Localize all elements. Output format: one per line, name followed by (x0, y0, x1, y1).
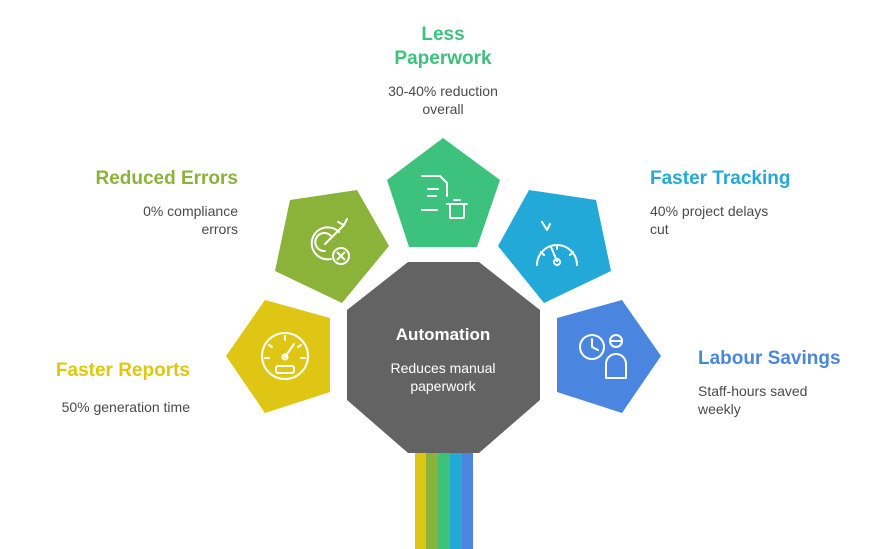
labour-savings-title: Labour Savings (698, 348, 841, 369)
speedometer-icon (261, 332, 309, 380)
less-paperwork-title: Less Paperwork (394, 24, 492, 69)
automation-title: Automation (395, 325, 491, 344)
stem-stripe-reduced-errors (426, 452, 438, 549)
clock-person-icon (579, 334, 627, 379)
document-trash-icon (421, 175, 468, 219)
target-cancel-icon (310, 218, 350, 265)
stem-stripe-labour-savings (462, 452, 473, 549)
automation-description: Reduces manual paperwork (390, 360, 496, 394)
faster-tracking-description: 40% project delays cut (650, 203, 769, 237)
faster-reports-title: Faster Reports (55, 360, 190, 381)
reduced-errors-description: 0% compliance errors (143, 203, 238, 237)
faster-tracking-title: Faster Tracking (650, 168, 791, 189)
stem-stripe-faster-tracking (450, 452, 462, 549)
stem-stripe-faster-reports (415, 452, 426, 549)
less-paperwork-description: 30-40% reduction overall (388, 83, 498, 117)
faster-reports-pentagon (226, 300, 330, 413)
less-paperwork-pentagon (387, 138, 500, 247)
faster-reports-description: 50% generation time (61, 399, 190, 415)
reduced-errors-pentagon (275, 190, 389, 303)
stem-stripe-less-paperwork (438, 452, 450, 549)
labour-savings-description: Staff-hours saved weekly (698, 383, 808, 417)
faster-tracking-pentagon (498, 190, 611, 303)
stem-stripes (415, 452, 473, 549)
reduced-errors-title: Reduced Errors (95, 168, 238, 189)
gauge-icon (536, 221, 578, 266)
automation-octagon (347, 262, 540, 453)
